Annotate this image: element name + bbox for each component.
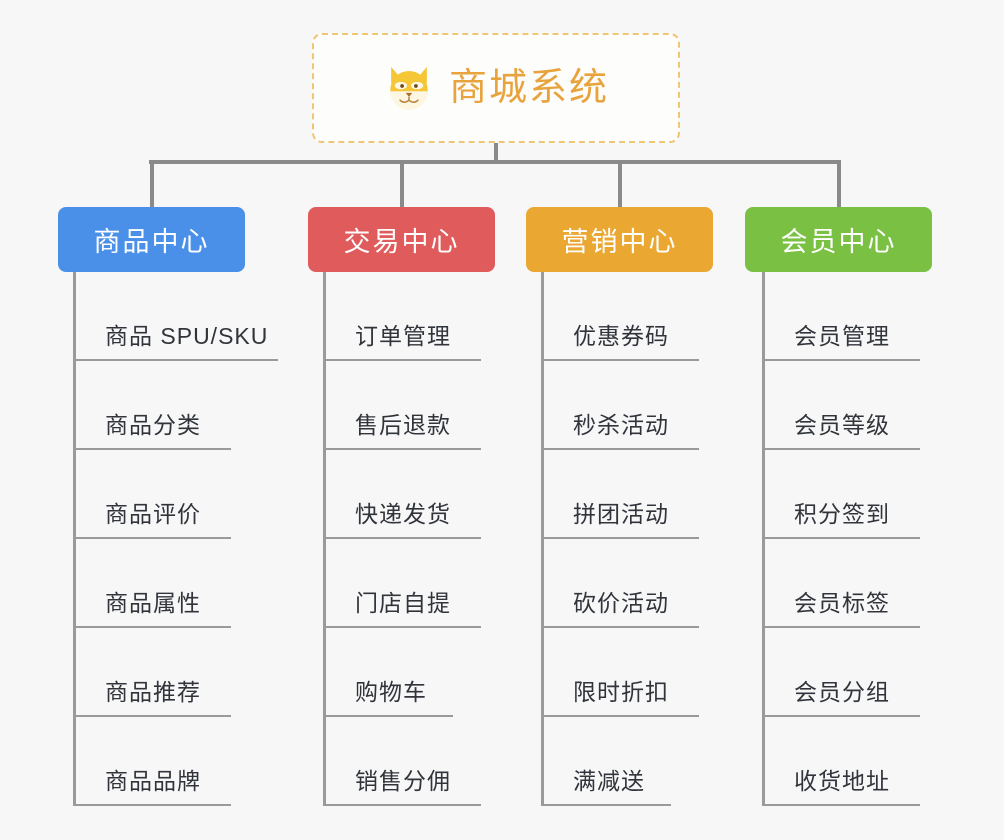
root-node-content: 商城系统 — [383, 62, 609, 114]
leaf-item-underline — [541, 448, 699, 450]
leaf-item-underline — [541, 537, 699, 539]
leaf-item-underline — [323, 715, 453, 717]
column-spine — [762, 272, 765, 806]
leaf-item-label: 会员标签 — [794, 590, 890, 616]
shiba-dog-face-icon — [390, 66, 428, 110]
leaf-item-underline — [73, 804, 231, 806]
category-box-2[interactable]: 交易中心 — [308, 207, 495, 272]
leaf-item-underline — [323, 448, 481, 450]
leaf-item-label: 砍价活动 — [573, 590, 669, 616]
leaf-item-label: 订单管理 — [355, 323, 451, 349]
category-box-1[interactable]: 商品中心 — [58, 207, 245, 272]
column-spine — [541, 272, 544, 806]
leaf-item-label: 会员分组 — [794, 679, 890, 705]
leaf-item-label: 优惠券码 — [573, 323, 669, 349]
leaf-item-underline — [762, 804, 920, 806]
connector-drop-2 — [399, 160, 404, 208]
leaf-item-label: 限时折扣 — [573, 679, 669, 705]
column-spine — [73, 272, 76, 806]
category-box-4[interactable]: 会员中心 — [745, 207, 932, 272]
leaf-item-underline — [323, 537, 481, 539]
leaf-item-underline — [323, 626, 481, 628]
leaf-item-underline — [323, 804, 481, 806]
leaf-item-label: 商品属性 — [105, 590, 201, 616]
leaf-item-label: 拼团活动 — [573, 501, 669, 527]
leaf-item-underline — [323, 359, 481, 361]
leaf-item-underline — [541, 359, 699, 361]
leaf-item-label: 商品推荐 — [105, 679, 201, 705]
leaf-item-label: 会员管理 — [794, 323, 890, 349]
leaf-item-label: 商品品牌 — [105, 768, 201, 794]
leaf-item-label: 销售分佣 — [355, 768, 451, 794]
leaf-item-underline — [73, 448, 231, 450]
leaf-item-label: 积分签到 — [794, 501, 890, 527]
leaf-item-underline — [73, 715, 231, 717]
connector-drop-1 — [149, 160, 154, 208]
connector-stem — [494, 143, 498, 163]
leaf-item-label: 售后退款 — [355, 412, 451, 438]
leaf-item-underline — [762, 715, 920, 717]
category-label: 营销中心 — [561, 227, 678, 257]
category-label: 交易中心 — [343, 227, 460, 257]
category-label: 会员中心 — [780, 227, 897, 257]
connector-drop-4 — [836, 160, 841, 208]
category-box-3[interactable]: 营销中心 — [526, 207, 713, 272]
leaf-item-label: 门店自提 — [355, 590, 451, 616]
leaf-item-underline — [73, 537, 231, 539]
leaf-item-label: 快递发货 — [355, 501, 451, 527]
leaf-item-label: 秒杀活动 — [573, 412, 669, 438]
leaf-item-label: 商品评价 — [105, 501, 201, 527]
leaf-item-label: 购物车 — [355, 679, 427, 705]
root-node[interactable]: 商城系统 — [312, 33, 680, 143]
leaf-item-underline — [73, 359, 278, 361]
leaf-item-underline — [762, 359, 920, 361]
leaf-item-label: 收货地址 — [794, 768, 890, 794]
leaf-item-label: 满减送 — [573, 768, 645, 794]
leaf-item-underline — [541, 804, 671, 806]
leaf-item-label: 商品分类 — [105, 412, 201, 438]
category-label: 商品中心 — [93, 227, 210, 257]
leaf-item-underline — [762, 448, 920, 450]
leaf-item-underline — [762, 626, 920, 628]
leaf-item-underline — [762, 537, 920, 539]
leaf-item-underline — [541, 715, 699, 717]
leaf-item-underline — [541, 626, 699, 628]
connector-drop-3 — [617, 160, 622, 208]
root-title: 商城系统 — [448, 67, 609, 109]
leaf-item-label: 商品 SPU/SKU — [105, 323, 269, 349]
leaf-item-label: 会员等级 — [794, 412, 890, 438]
column-spine — [323, 272, 326, 806]
connector-horizontal-bar — [149, 160, 841, 164]
leaf-item-underline — [73, 626, 231, 628]
